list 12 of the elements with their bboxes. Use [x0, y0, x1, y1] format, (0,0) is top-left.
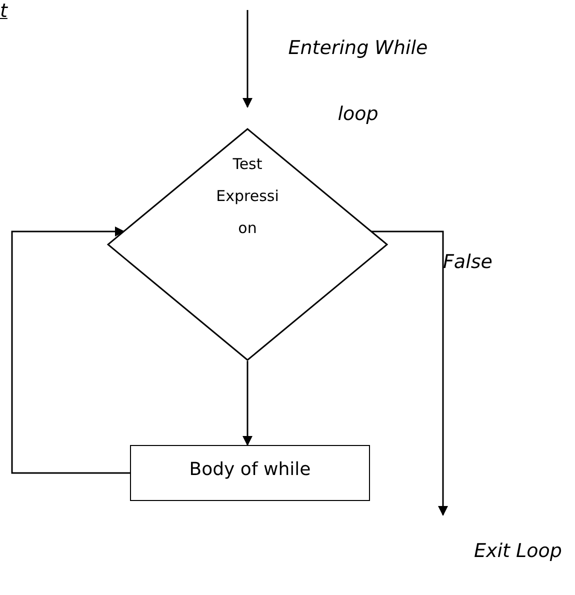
edge-label: False — [443, 250, 494, 274]
arrow — [371, 230, 448, 516]
edge-label: Entering While loop — [287, 36, 429, 127]
decision-label: Test Expressi on — [215, 154, 280, 239]
heading-fragment: t — [0, 0, 8, 22]
decision-diamond — [107, 128, 388, 361]
exit-label: Exit Loop — [474, 540, 562, 562]
process-box — [130, 445, 370, 501]
arrow — [242, 10, 252, 108]
arrow — [242, 361, 252, 446]
process-label: Body of while — [188, 459, 312, 480]
arrow — [11, 226, 130, 474]
